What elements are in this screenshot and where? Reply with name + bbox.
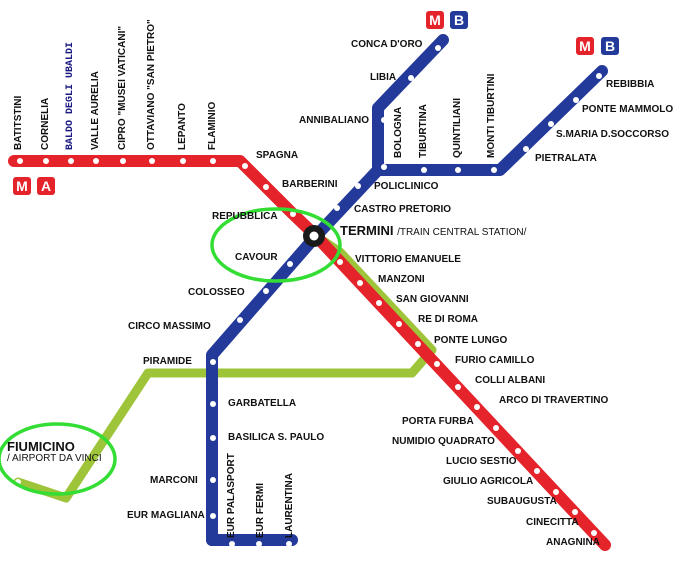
highlight-ring-termini: [210, 207, 342, 283]
line-a-badge-icon: A: [37, 177, 55, 195]
station-label: MANZONI: [378, 274, 425, 285]
station-label: PIETRALATA: [535, 153, 597, 164]
station-label: EUR MAGLIANA: [127, 510, 205, 521]
station-label: CONCA D'ORO: [351, 39, 423, 50]
station-label: CAVOUR: [235, 252, 278, 263]
station-label: FURIO CAMILLO: [455, 355, 535, 366]
line-b-badge-icon: B: [601, 37, 619, 55]
station-label: ARCO DI TRAVERTINO: [499, 395, 609, 406]
line-b-badge-icon: B: [450, 11, 468, 29]
station-label: BASILICA S. PAULO: [228, 432, 325, 443]
station-label: REPUBBLICA: [212, 211, 278, 222]
termini-label: TERMINI /TRAIN CENTRAL STATION/: [340, 223, 527, 238]
station-label: MARCONI: [150, 475, 198, 486]
station-label: POLICLINICO: [374, 181, 439, 192]
station-label: SAN GIOVANNI: [396, 294, 469, 305]
station-label: PIRAMIDE: [143, 356, 192, 367]
station-label: CIRCO MASSIMO: [128, 321, 211, 332]
station-label: SPAGNA: [256, 150, 299, 161]
station-label: EUR PALASPORT: [226, 453, 237, 538]
termini-title: TERMINI: [340, 223, 394, 238]
station-label: LAURENTINA: [284, 473, 295, 538]
station-label: COLLI ALBANI: [475, 375, 546, 386]
station-label: QUINTILIANI: [452, 98, 463, 158]
station-label: ANAGNINA: [546, 537, 600, 548]
station-label: TIBURTINA: [418, 104, 429, 158]
station-label: S.MARIA D.SOCCORSO: [556, 129, 669, 140]
station-label: CORNELIA: [40, 97, 51, 150]
station-label: ANNIBALIANO: [299, 115, 369, 126]
station-label: OTTAVIANO "SAN PIETRO": [146, 19, 157, 150]
station-label: LEPANTO: [177, 103, 188, 150]
station-label: BARBERINI: [282, 179, 338, 190]
metro-badge-icon: M: [576, 37, 594, 55]
fiumicino-subtitle: / AIRPORT DA VINCI: [7, 453, 102, 464]
station-label: CASTRO PRETORIO: [354, 204, 452, 215]
station-label: PONTE LUNGO: [434, 335, 508, 346]
termini-hub-center: [309, 231, 319, 241]
station-label: GARBATELLA: [228, 398, 297, 409]
station-label: BOLOGNA: [393, 106, 404, 158]
line-b-stations: [210, 45, 602, 547]
station-label: GIULIO AGRICOLA: [443, 476, 534, 487]
metro-badge-icon: M: [426, 11, 444, 29]
line-a: [8, 155, 611, 551]
line-b: [206, 34, 608, 546]
station-label: RE DI ROMA: [418, 314, 478, 325]
station-label: NUMIDIO QUADRATO: [392, 436, 495, 447]
station-label: REBIBBIA: [606, 79, 655, 90]
fiumicino-label: FIUMICINO / AIRPORT DA VINCI: [7, 439, 102, 465]
station-label: EUR FERMI: [255, 483, 266, 538]
station-label: SUBAUGUSTA: [487, 496, 557, 507]
station-label: LUCIO SESTIO: [446, 456, 517, 467]
station-label: PORTA FURBA: [402, 416, 474, 427]
station-label: LIBIA: [370, 72, 397, 83]
line-a-stations: [17, 158, 597, 536]
station-label: PONTE MAMMOLO: [582, 104, 674, 115]
station-label: COLOSSEO: [188, 287, 245, 298]
highlight-ring-fiumicino: [0, 422, 117, 496]
fiumicino-title: FIUMICINO: [7, 439, 75, 454]
station-label: CINECITTA: [526, 517, 579, 528]
metro-badge-icon: M: [13, 177, 31, 195]
station-label: FLAMINIO: [207, 101, 218, 150]
station-label: VITTORIO EMANUELE: [355, 254, 461, 265]
station-label: MONTI TIBURTINI: [486, 73, 497, 158]
station-label: BATITSTINI: [13, 95, 24, 150]
station-label: BALDO DEGLI UBALDI: [65, 41, 76, 150]
station-label: CIPRO "MUSEI VATICANI": [117, 25, 128, 150]
station-label: VALLE AURELIA: [90, 71, 101, 150]
termini-subtitle: /TRAIN CENTRAL STATION/: [397, 227, 527, 238]
